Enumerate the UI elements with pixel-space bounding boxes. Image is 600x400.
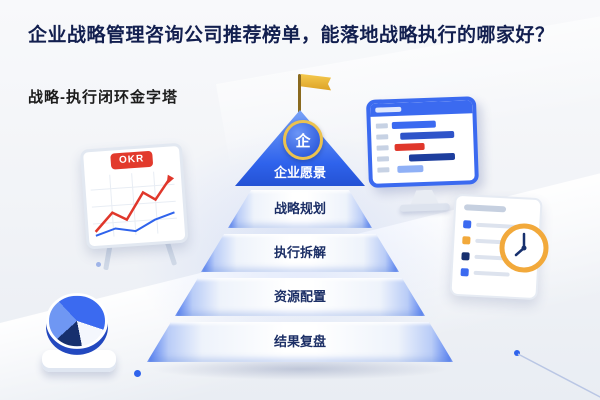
monitor-screen — [365, 96, 479, 188]
tier-label: 企业愿景 — [273, 165, 326, 180]
strategy-pyramid: 企 企业愿景 战略规划 执行拆解 资源配置 结果复盘 — [120, 74, 480, 388]
pie-pedestal — [42, 350, 116, 372]
checkbox-icon — [462, 236, 471, 245]
monitor-base — [399, 203, 450, 212]
decor-path — [517, 353, 600, 398]
gold-flag-icon — [301, 74, 331, 91]
enterprise-badge-icon: 企 — [283, 120, 323, 160]
gantt-chart-icon — [375, 120, 456, 173]
header-chip — [375, 106, 402, 113]
pyramid-tier-execution: 执行拆解 — [201, 234, 399, 272]
pyramid-shadow — [150, 358, 450, 380]
monitor-stand — [410, 190, 438, 205]
decor-dot — [134, 370, 141, 377]
gantt-monitor — [365, 96, 482, 220]
okr-label: OKR — [110, 150, 154, 170]
pie-chart-object — [30, 280, 130, 384]
clock-icon — [499, 223, 549, 273]
okr-board: OKR — [79, 142, 192, 272]
checkbox-icon — [462, 220, 472, 229]
monitor-header-bar — [370, 100, 473, 117]
pie-chart-icon — [46, 293, 108, 349]
checkbox-icon — [460, 268, 469, 277]
pyramid-tier-planning: 战略规划 — [228, 190, 372, 228]
page-title: 企业战略管理咨询公司推荐榜单，能落地战略执行的哪家好？ — [28, 25, 555, 46]
flag-pole — [298, 74, 301, 114]
pyramid-tier-resources: 资源配置 — [175, 278, 425, 316]
line-chart-icon — [90, 171, 177, 237]
okr-board-panel: OKR — [79, 142, 189, 250]
clipboard-title-line — [463, 204, 507, 213]
decor-dot — [514, 350, 520, 356]
decor-dot — [96, 262, 101, 267]
pyramid-tier-review: 结果复盘 — [147, 322, 453, 362]
page-subtitle: 战略-执行闭环金字塔 — [28, 89, 178, 106]
checkbox-icon — [461, 252, 470, 261]
